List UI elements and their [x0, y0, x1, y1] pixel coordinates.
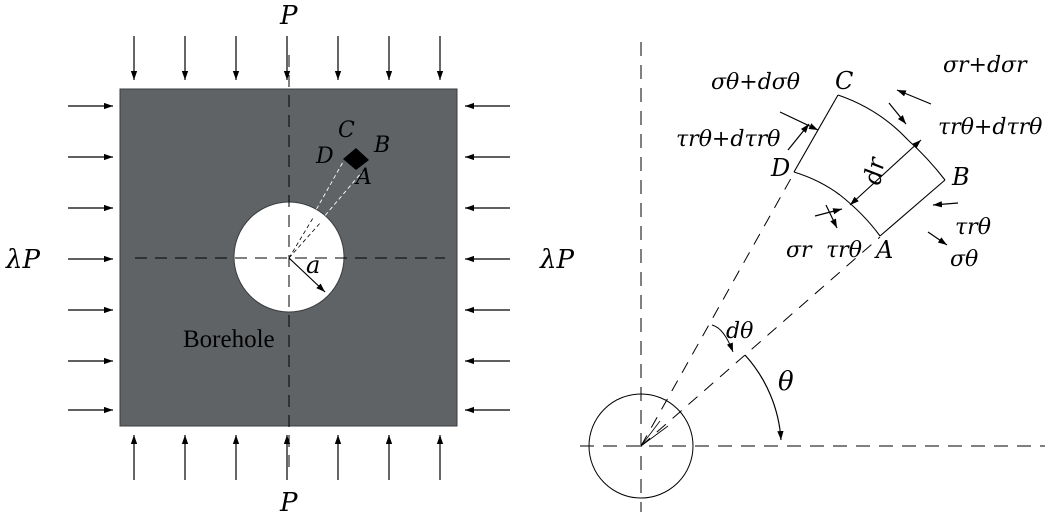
left-load-arrows: [68, 102, 113, 414]
center-lines: [135, 55, 445, 470]
right-corner-c: C: [835, 67, 853, 95]
theta-label: θ: [778, 367, 794, 397]
left-corner-b: B: [373, 133, 390, 158]
tau-rtheta-right-label: τrθ: [955, 215, 991, 240]
right-corner-d: D: [770, 154, 790, 182]
sigma-r-plus-label: σr+dσr: [943, 53, 1028, 78]
stress-arrows: [779, 89, 959, 246]
radial-lines: [640, 172, 881, 447]
left-corner-d: D: [315, 144, 334, 169]
left-panel: P P λP λP Borehole a C D B A: [5, 1, 574, 517]
sigma-theta-label: σθ: [950, 247, 978, 272]
sigma-theta-plus-label: σθ+dσθ: [711, 70, 800, 95]
dtheta-label: dθ: [726, 319, 753, 344]
tau-rtheta-plus-right-label: τrθ+dτrθ: [938, 115, 1042, 140]
right-panel: C D B A dr θ dθ σθ+dσθ τrθ+dτrθ σr+dσr τ…: [580, 42, 1045, 512]
top-load-label: P: [279, 1, 298, 31]
borehole-label: Borehole: [183, 326, 275, 353]
dr-label: dr: [858, 154, 890, 187]
dtheta-arc: [711, 324, 734, 353]
bottom-load-label: P: [279, 488, 298, 517]
polar-axes: [580, 42, 1045, 512]
stress-element: [343, 148, 369, 170]
element-radial-lines-inner: [288, 217, 322, 259]
right-load-arrows: [465, 102, 510, 414]
origin-borehole: [588, 393, 694, 499]
theta-arc: [744, 354, 784, 441]
right-load-label: λP: [539, 245, 574, 275]
element-radial-lines: [288, 161, 363, 259]
left-corner-c: C: [338, 118, 355, 143]
left-corner-a: A: [354, 165, 372, 190]
right-corner-a: A: [874, 236, 893, 264]
top-load-arrows: [130, 36, 444, 80]
tau-rtheta-bottom-label: τrθ: [826, 238, 862, 263]
right-corner-b: B: [951, 163, 970, 191]
radius-arrow: [288, 257, 326, 293]
origin-ticks: [640, 420, 669, 447]
left-load-label: λP: [5, 245, 40, 275]
bottom-load-arrows: [130, 435, 444, 480]
dr-arrow: [849, 139, 922, 206]
tau-rtheta-plus-left-label: τrθ+dτrθ: [676, 127, 780, 152]
radius-label: a: [306, 251, 320, 279]
sigma-r-label: σr: [786, 238, 813, 263]
stress-element-large: [793, 94, 946, 237]
